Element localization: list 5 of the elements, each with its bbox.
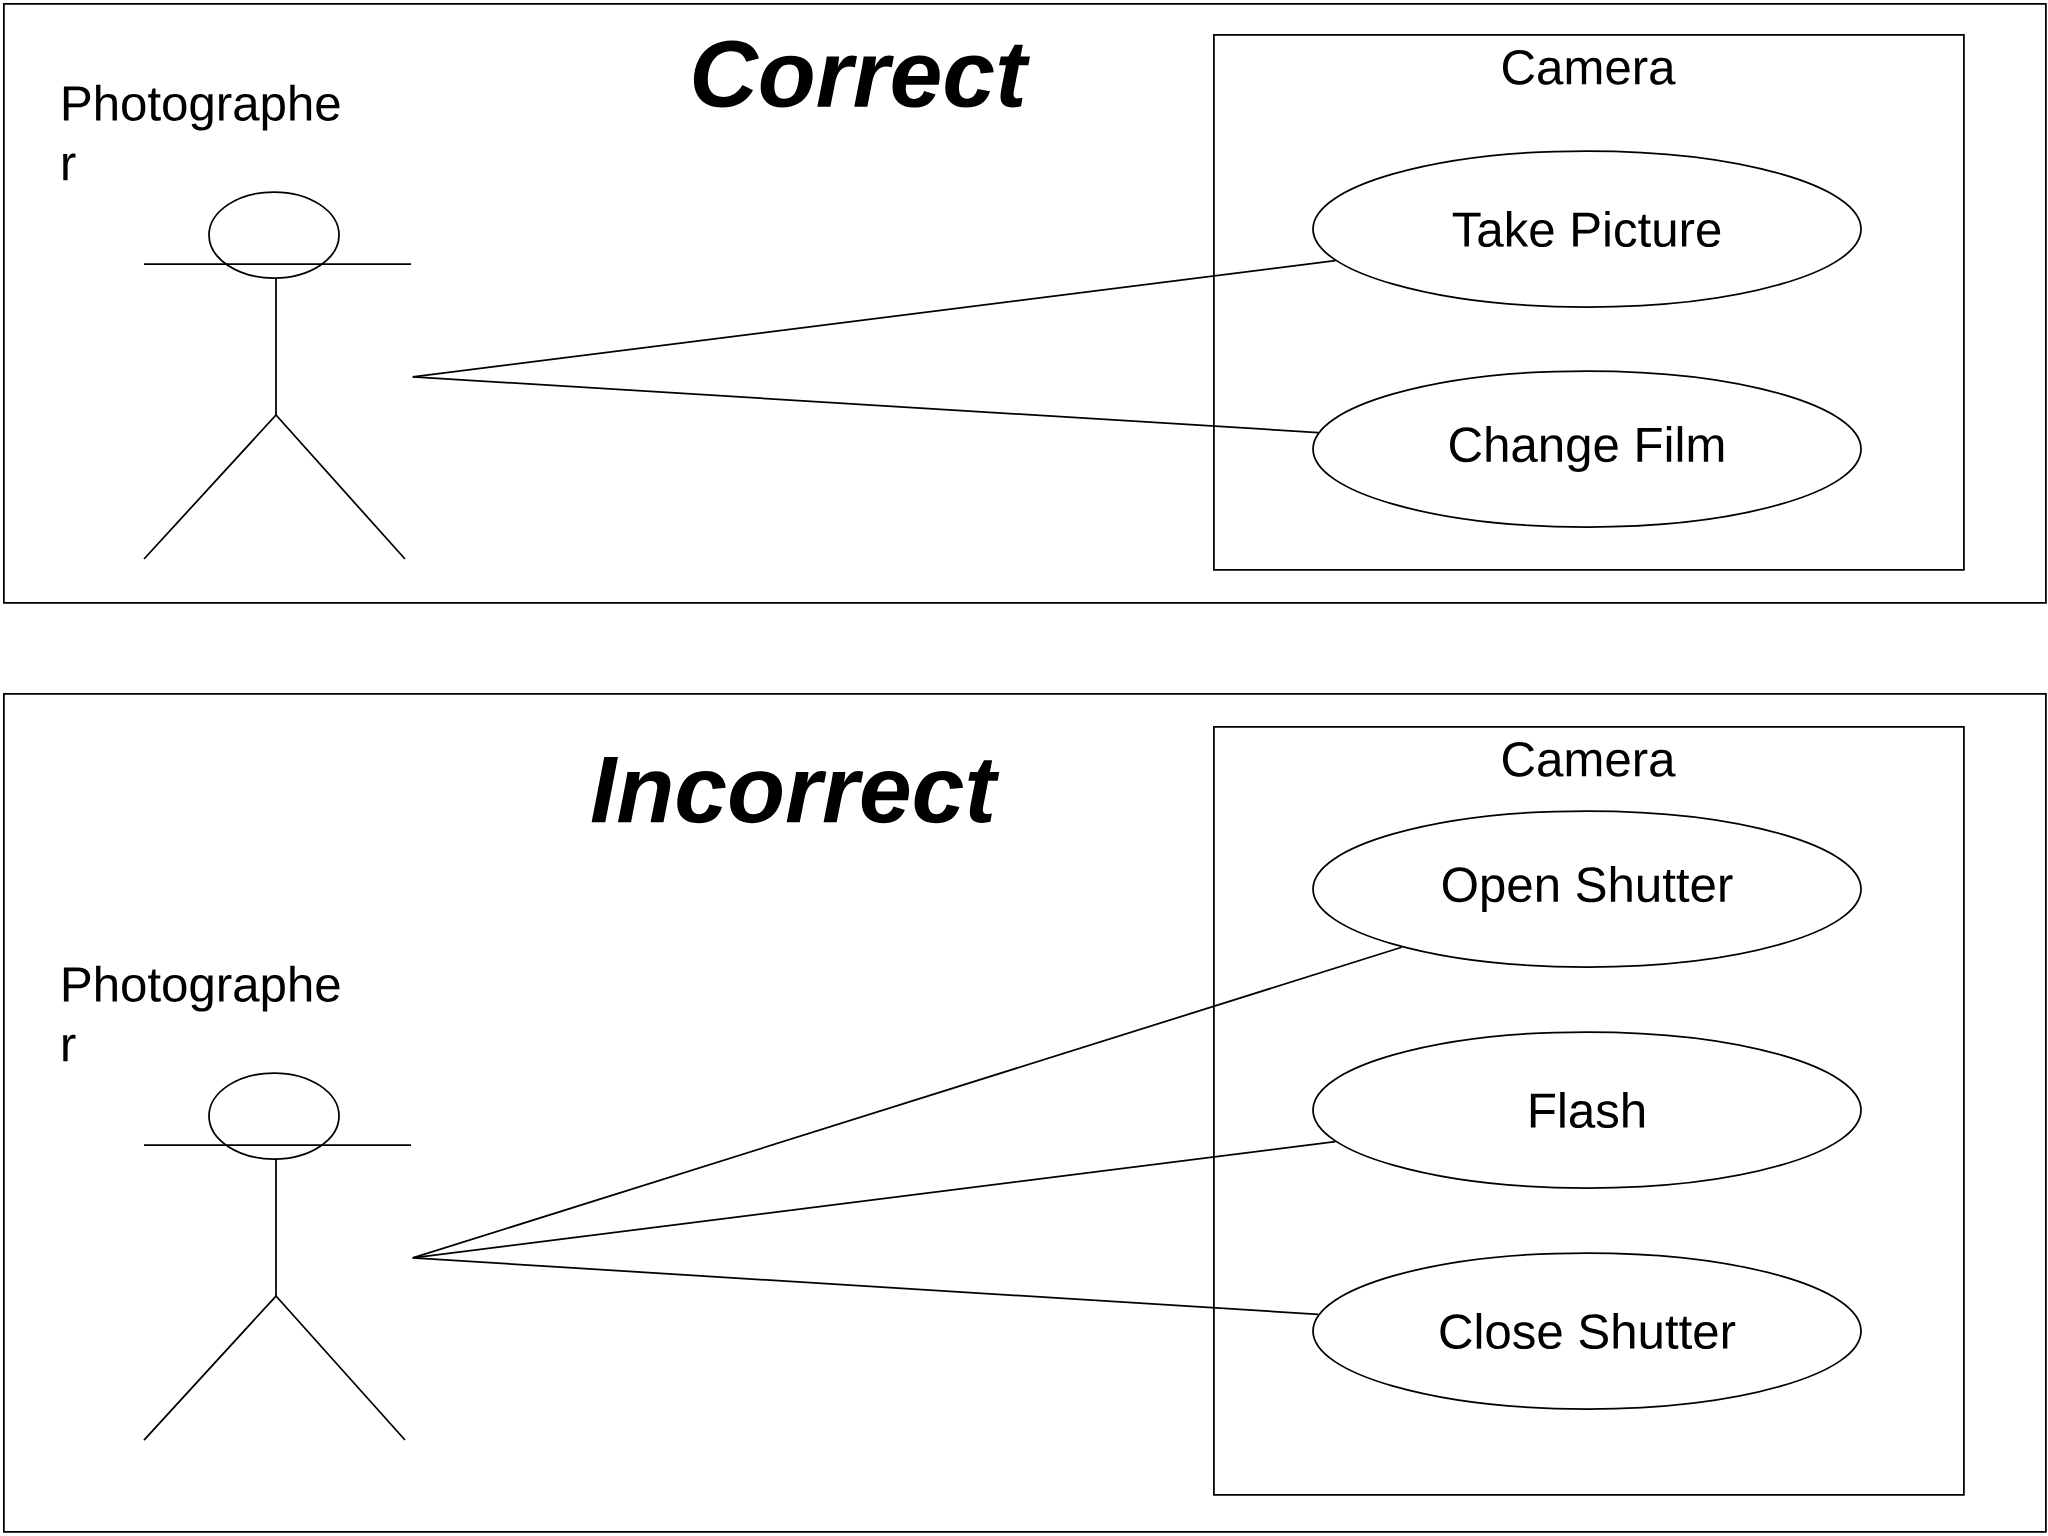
association-line: [411, 376, 1320, 434]
association-line: [411, 946, 1403, 1259]
association-line: [411, 1257, 1320, 1316]
actor-label: Photographe r: [63, 84, 340, 181]
actor-label: Photographe r: [63, 965, 340, 1062]
